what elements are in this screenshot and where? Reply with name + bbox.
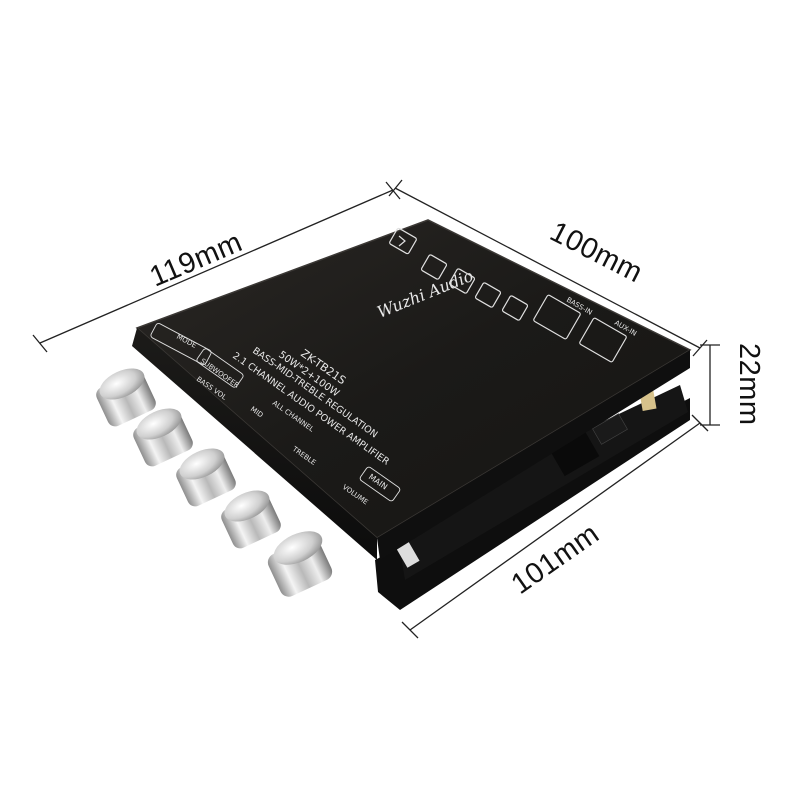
knob-treble[interactable] <box>219 484 284 551</box>
dimension-lines <box>32 179 720 639</box>
knob-volume[interactable] <box>265 524 335 599</box>
dim-length-label: 119mm <box>145 226 247 293</box>
dim-line-depth <box>409 422 701 631</box>
front-face <box>132 328 377 560</box>
knob-mode[interactable] <box>94 362 159 429</box>
dim-height-label: 22mm <box>733 343 765 426</box>
dim-width-label: 100mm <box>545 216 648 290</box>
input-port-icons <box>533 294 627 363</box>
io-icons <box>389 227 627 363</box>
dim-line-width <box>394 187 701 349</box>
speaker-output-icons <box>420 254 529 321</box>
dim-line-length <box>39 189 394 344</box>
side-face <box>377 350 690 560</box>
knob-subwoofer[interactable] <box>131 402 196 469</box>
bluetooth-icon <box>389 227 417 255</box>
knob-mid[interactable] <box>174 442 239 509</box>
